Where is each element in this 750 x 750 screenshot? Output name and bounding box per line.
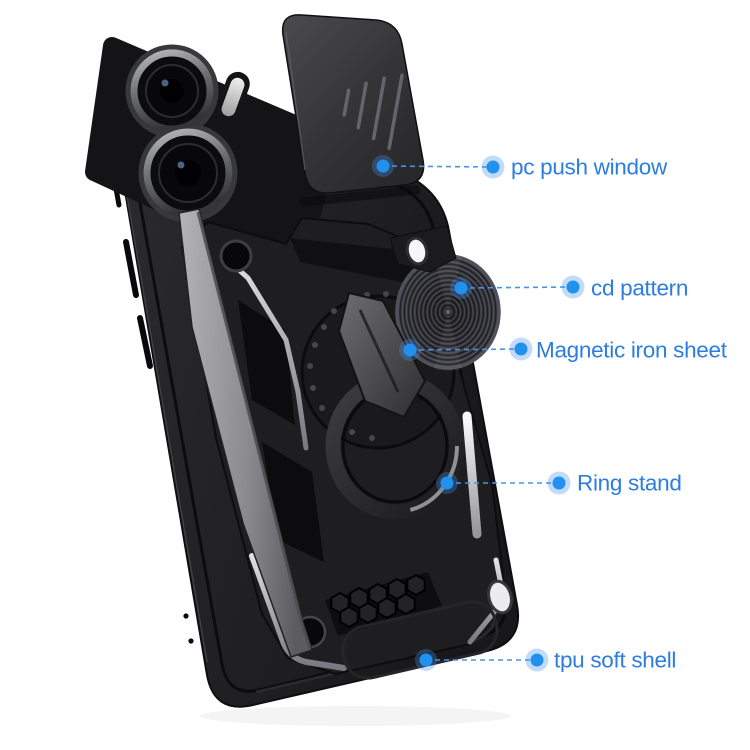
cd-pattern-disc [395, 252, 501, 372]
camera-lens-bottom [143, 128, 233, 218]
ring-highlight [331, 378, 459, 514]
callout-label: pc push window [511, 155, 668, 180]
callouts: pc push window cd pattern Magnetic iron … [372, 155, 728, 673]
camera-lens-top [130, 49, 214, 133]
callout-line [460, 286, 574, 289]
cover-edge-highlight [285, 31, 306, 171]
callout-marker-dot [566, 280, 580, 294]
hinge-bracket [337, 291, 427, 419]
bottom-mic-holes [183, 613, 194, 644]
callout-line [382, 165, 494, 168]
grip-ridges [342, 73, 404, 150]
callout-anchor-dot [376, 159, 390, 173]
flash-light [216, 71, 250, 123]
callout-label: cd pattern [591, 276, 688, 301]
lanyard-hole-bottom [487, 579, 513, 615]
lens-glint [161, 79, 169, 87]
honeycomb-pattern [325, 572, 442, 636]
lens-glint [177, 161, 185, 169]
callout-marker-dot [486, 160, 500, 174]
callout-tpu-soft-shell: tpu soft shell [415, 648, 676, 673]
callout-magnetic-iron-sheet: Magnetic iron sheet [399, 337, 728, 363]
callout-marker-dot [514, 342, 528, 356]
top-edge-piece [389, 225, 457, 273]
callout-label: Magnetic iron sheet [536, 338, 728, 363]
callout-pc-push-window: pc push window [372, 155, 668, 180]
armor-corner-hole [219, 239, 253, 273]
disc-sheen [434, 312, 462, 372]
lanyard-hole-top [405, 236, 429, 266]
disc-center [445, 309, 451, 315]
armor-top-facet [290, 238, 420, 284]
callout-label: Ring stand [577, 471, 682, 496]
disc-sheen [434, 252, 462, 312]
push-window-cover [281, 14, 425, 207]
cover-shadow [299, 185, 421, 207]
callout-anchor-dot [403, 343, 417, 357]
callout-line [409, 348, 522, 351]
kickstand-arm [178, 208, 313, 658]
callout-label: tpu soft shell [554, 648, 676, 673]
armor-bright-strip [462, 411, 482, 539]
callout-marker-dot [530, 653, 544, 667]
callout-marker-dot [552, 476, 566, 490]
callout-anchor-dot [440, 476, 454, 490]
callout-anchor-dot [454, 281, 468, 295]
callout-anchor-dot [419, 653, 433, 667]
callout-ring-stand: Ring stand [436, 471, 682, 496]
ground-shadow [200, 706, 510, 726]
callout-cd-pattern: cd pattern [450, 275, 688, 301]
